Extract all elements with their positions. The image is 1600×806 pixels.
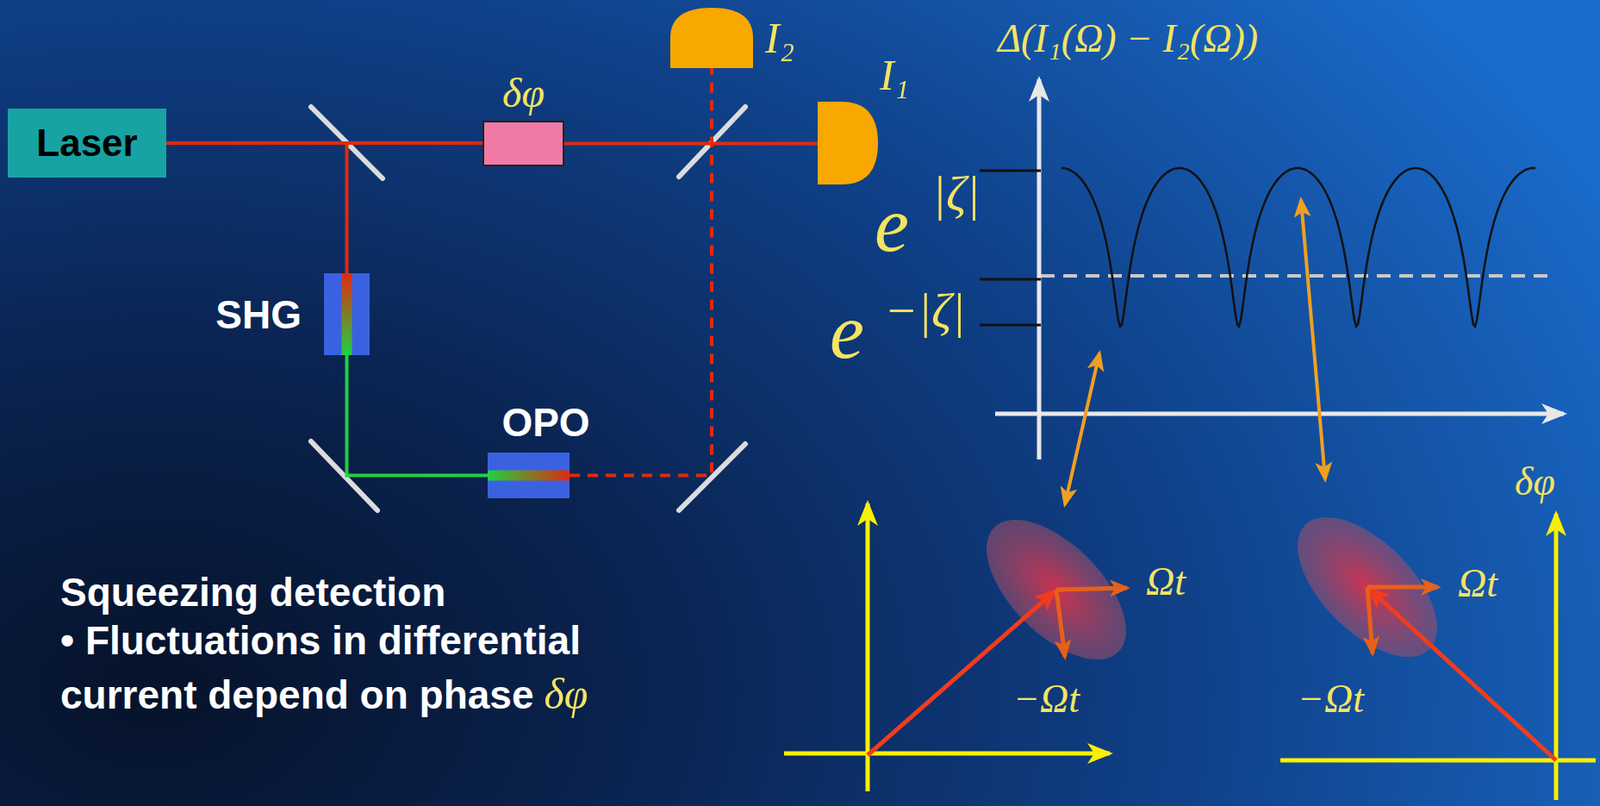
beam-in-crystal	[342, 273, 353, 355]
detector: I₁	[817, 101, 878, 185]
node-label: I₂	[765, 16, 795, 60]
detector-shape	[817, 101, 878, 185]
crystal-body	[323, 273, 370, 355]
tick-mark	[979, 169, 1041, 173]
sideband-arrow	[1367, 585, 1439, 590]
phasor-y-axis	[865, 503, 871, 791]
phasor-x-axis	[1280, 758, 1596, 763]
detector-shape	[670, 7, 754, 69]
sideband-label: Ωt	[1145, 561, 1186, 602]
laser-beam	[166, 143, 348, 274]
pointer-arrow	[1301, 199, 1326, 480]
detector-shape	[670, 7, 754, 69]
pointer-arrow	[1064, 353, 1100, 505]
beam-in-crystal	[487, 470, 570, 481]
noise-ellipse	[1273, 492, 1462, 681]
second-harmonic-beam	[347, 354, 489, 476]
tick-label: e	[874, 186, 909, 264]
detector: I₂	[670, 7, 754, 69]
sideband-label: Ωt	[1457, 563, 1498, 604]
noise-ellipse	[962, 495, 1151, 684]
sideband-arrow	[1367, 586, 1373, 654]
bullet-text: • Fluctuations in differential current d…	[60, 617, 581, 717]
sideband-arrow	[1056, 587, 1127, 590]
node-label: Laser	[36, 124, 137, 162]
sideband-label: −Ωt	[1013, 678, 1080, 719]
laser-box: Laser	[7, 108, 167, 178]
noise-curve	[1061, 168, 1536, 327]
tick-label: e	[829, 292, 865, 371]
phasor-arrow	[867, 591, 1055, 755]
tick-mark	[979, 278, 1041, 281]
opo-crystal: OPO	[487, 452, 570, 499]
graph-y-axis	[1037, 79, 1042, 460]
sideband-label: −Ωt	[1297, 678, 1364, 719]
node-label: OPO	[501, 402, 590, 443]
tick-mark	[979, 323, 1041, 327]
axis-label: δφ	[1514, 461, 1556, 502]
axis-title: Δ(I₁(Ω) − I₂(Ω))	[997, 18, 1258, 59]
phasor-arrow	[1369, 588, 1557, 760]
crystal-body	[487, 452, 570, 499]
shg-crystal-shape	[323, 273, 370, 355]
sideband-arrow	[1056, 589, 1065, 657]
phasor-x-axis	[784, 751, 1110, 756]
symbol: δφ	[544, 669, 589, 718]
dashed-shot-noise-level	[1040, 273, 1551, 278]
heading: Squeezing detection	[60, 572, 446, 612]
detector-shape	[817, 101, 878, 185]
tick-label-exponent: −|ζ|	[884, 286, 966, 337]
opo-crystal-shape	[487, 452, 570, 499]
tick-label-exponent: |ζ|	[932, 168, 980, 219]
graph-x-axis	[995, 411, 1564, 417]
note-paragraph: • Fluctuations in differential current d…	[60, 613, 716, 722]
shg-crystal: SHG	[323, 273, 370, 355]
node-label: SHG	[215, 294, 302, 335]
squeezed-beam	[569, 68, 712, 476]
laser-beam	[564, 142, 818, 146]
phase-shifter: δφ	[482, 120, 565, 167]
node-label: δφ	[502, 72, 545, 114]
node-label: I₁	[879, 53, 909, 97]
